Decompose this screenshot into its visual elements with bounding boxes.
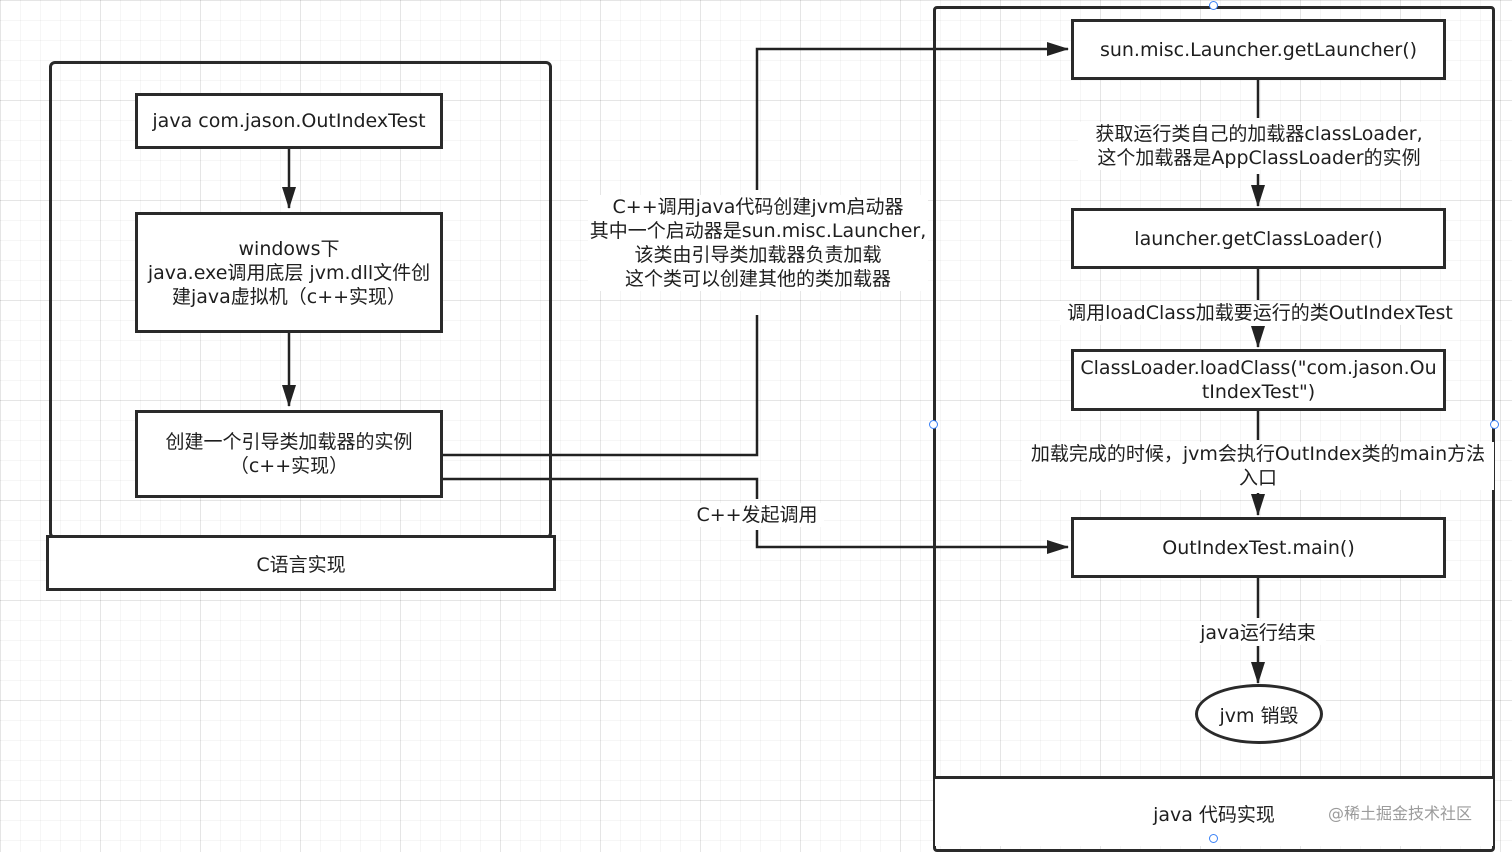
node-windows-jvm-dll-text: windows下 java.exe调用底层 jvm.dll文件创 建java虚拟… xyxy=(147,237,431,308)
label-launcher-note: C++调用java代码创建jvm启动器 其中一个启动器是sun.misc.Lau… xyxy=(588,195,928,291)
node-java-command[interactable]: java com.jason.OutIndexTest xyxy=(135,93,443,149)
node-jvm-destroy[interactable]: jvm 销毁 xyxy=(1195,684,1323,744)
label-app-classloader: 获取运行类自己的加载器classLoader, 这个加载器是AppClassLo… xyxy=(1078,122,1440,170)
node-java-command-text: java com.jason.OutIndexTest xyxy=(152,110,426,132)
node-bootstrap-loader-text: 创建一个引导类加载器的实例 （c++实现） xyxy=(165,431,413,477)
selection-handle-right[interactable] xyxy=(1490,420,1499,429)
selection-handle-bottom[interactable] xyxy=(1209,834,1218,843)
java-implementation-footer: java 代码实现 xyxy=(935,776,1493,846)
label-load-class: 调用loadClass加载要运行的类OutIndexTest xyxy=(1060,301,1460,325)
label-cpp-invoke: C++发起调用 xyxy=(690,503,824,527)
selection-handle-top[interactable] xyxy=(1209,1,1218,10)
c-implementation-title: C语言实现 xyxy=(256,553,346,576)
node-get-launcher-text: sun.misc.Launcher.getLauncher() xyxy=(1099,38,1418,61)
selection-handle-left[interactable] xyxy=(929,420,938,429)
node-get-launcher[interactable]: sun.misc.Launcher.getLauncher() xyxy=(1071,19,1446,80)
label-execute-main: 加载完成的时候，jvm会执行OutIndex类的main方法 入口 xyxy=(1022,442,1494,490)
node-load-class-text: ClassLoader.loadClass("com.jason.Ou tInd… xyxy=(1080,357,1437,403)
arrow-bootstrap-to-getlauncher xyxy=(442,315,759,457)
node-bootstrap-loader[interactable]: 创建一个引导类加载器的实例 （c++实现） xyxy=(135,410,443,498)
node-load-class[interactable]: ClassLoader.loadClass("com.jason.Ou tInd… xyxy=(1071,349,1446,411)
arrow-bootstrap-to-main xyxy=(442,477,759,499)
c-implementation-footer: C语言实现 xyxy=(46,535,556,591)
node-get-classloader-text: launcher.getClassLoader() xyxy=(1134,227,1383,250)
watermark-text: @稀土掘金技术社区 xyxy=(1328,804,1473,823)
arrow-bootstrap-to-getlauncher-top xyxy=(755,42,1069,190)
node-windows-jvm-dll[interactable]: windows下 java.exe调用底层 jvm.dll文件创 建java虚拟… xyxy=(135,212,443,333)
node-main[interactable]: OutIndexTest.main() xyxy=(1071,517,1446,578)
arrow-bootstrap-to-main-end xyxy=(755,530,1069,554)
node-main-text: OutIndexTest.main() xyxy=(1162,536,1355,559)
node-jvm-destroy-text: jvm 销毁 xyxy=(1219,704,1299,727)
label-java-end: java运行结束 xyxy=(1190,621,1326,645)
node-get-classloader[interactable]: launcher.getClassLoader() xyxy=(1071,208,1446,269)
java-implementation-title: java 代码实现 xyxy=(1153,804,1275,826)
